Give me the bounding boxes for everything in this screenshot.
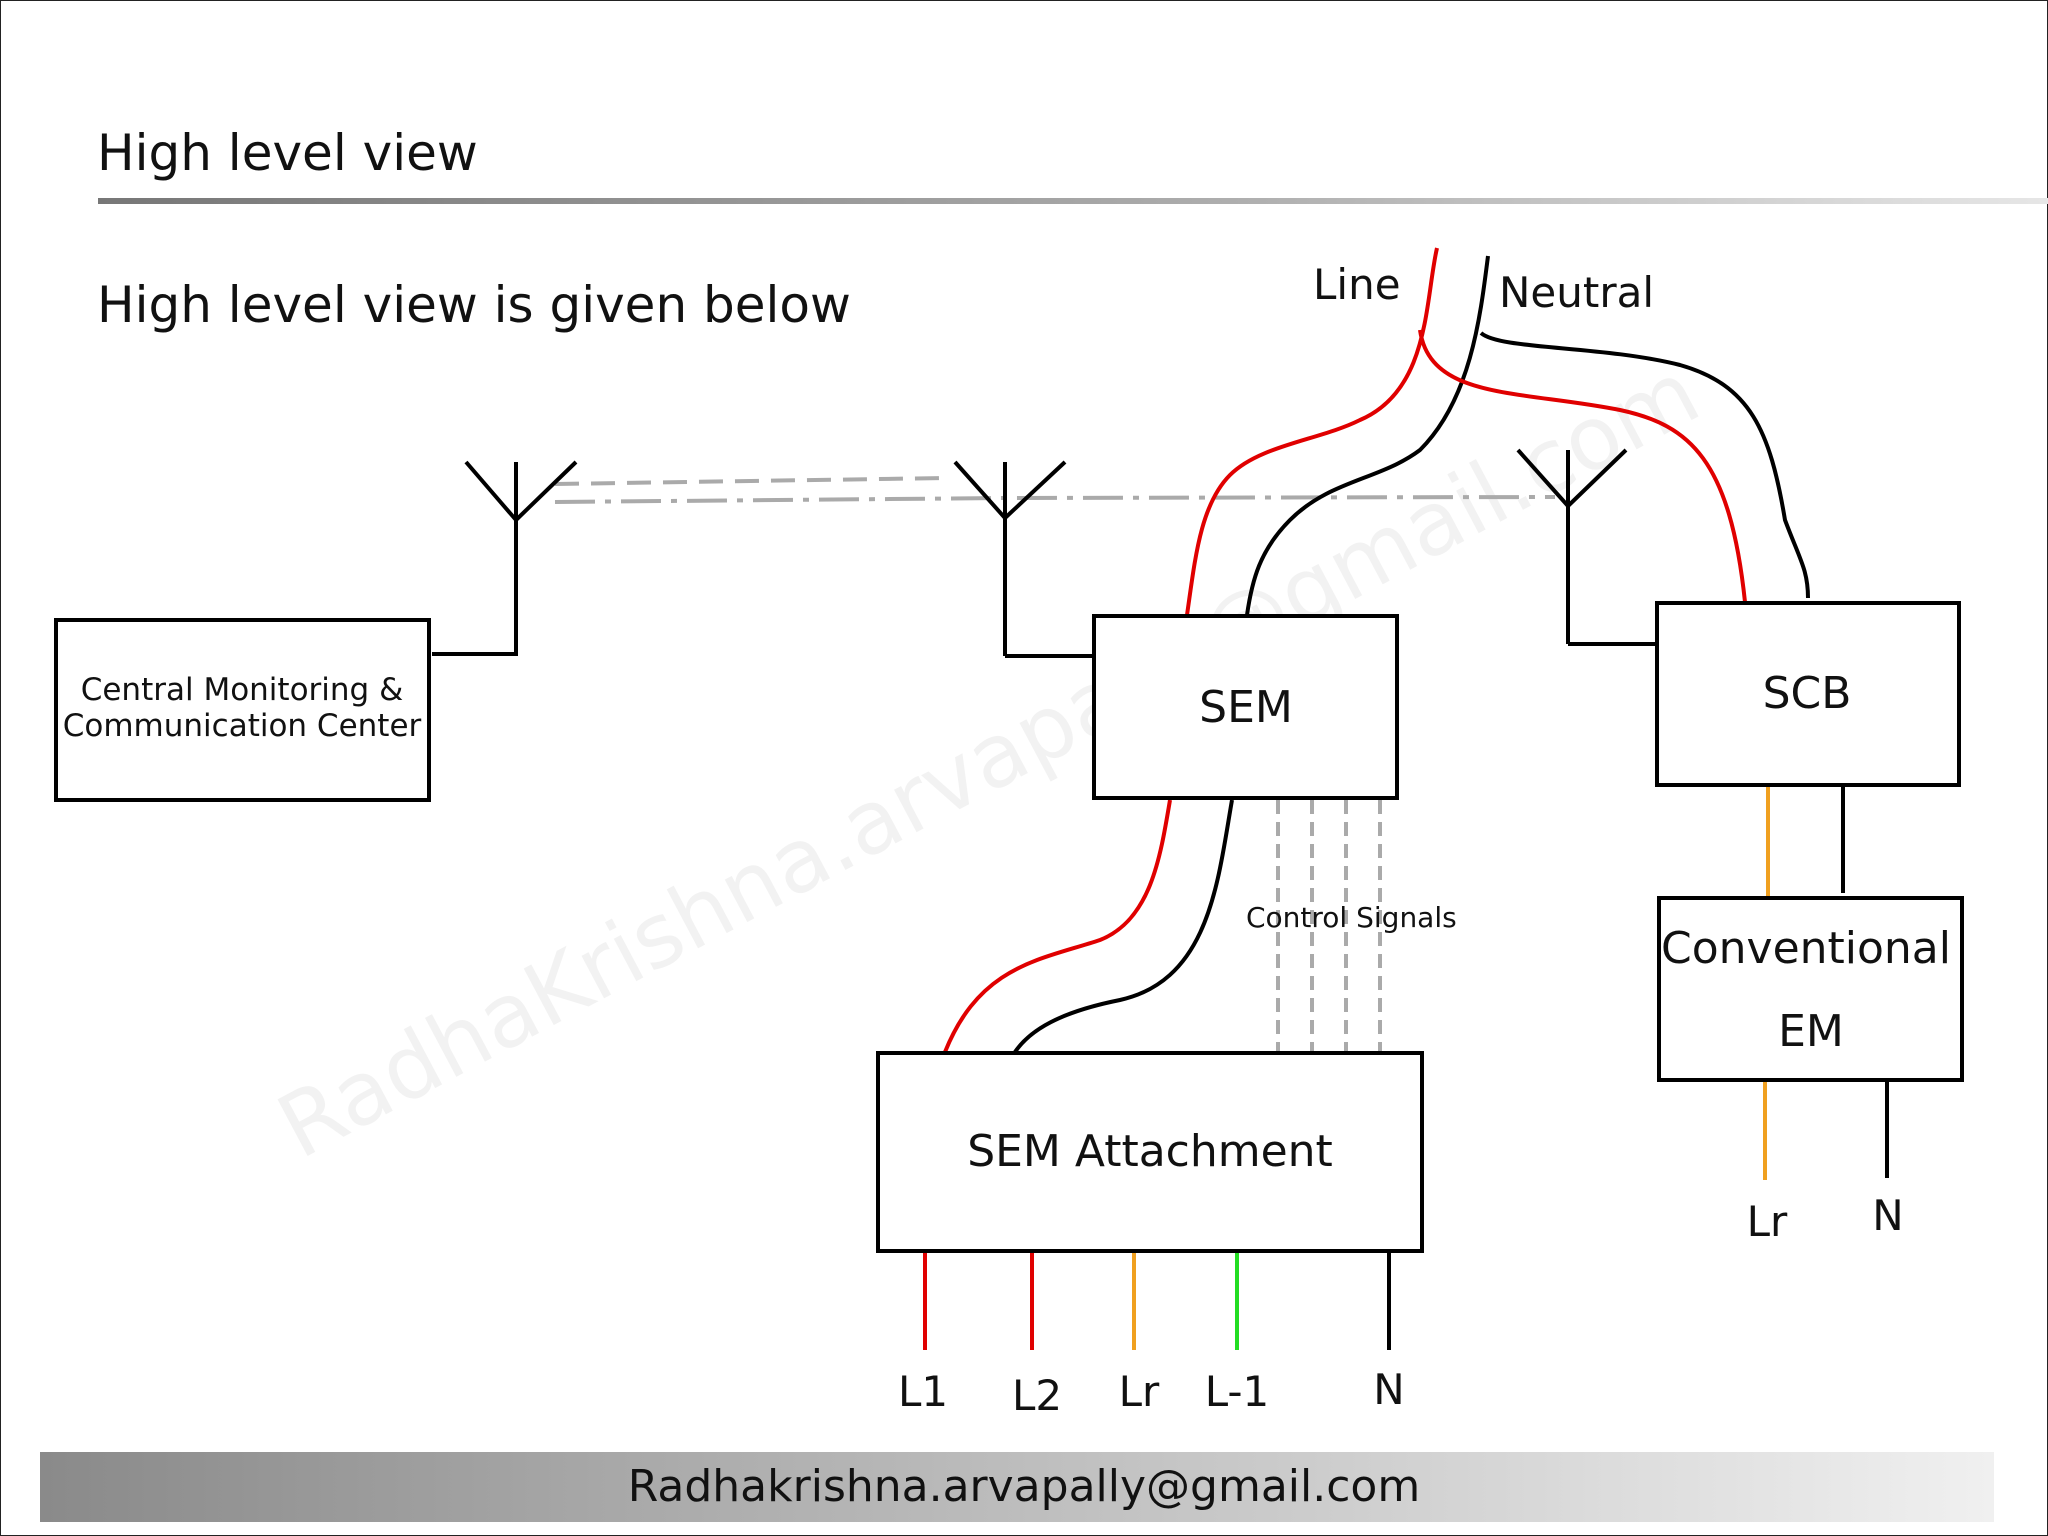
sem-block (1092, 614, 1399, 800)
slide-title: High level view (97, 124, 478, 182)
cmcc-label-line1: Central Monitoring & (81, 672, 404, 708)
neutral-wire-sem-to-attachment (1013, 799, 1234, 1054)
control-signal-lines (1276, 800, 1382, 1052)
line-wire-sem-to-attachment (943, 799, 1172, 1053)
terminal-label-lr: Lr (1119, 1367, 1160, 1416)
conventional-em-label-line2: EM (1778, 1006, 1844, 1057)
scb-label: SCB (1763, 668, 1852, 719)
footer-email: Radhakrishna.arvapally@gmail.com (627, 1461, 1421, 1512)
control-signals-label: Control Signals (1246, 901, 1457, 934)
slide-subtitle: High level view is given below (97, 276, 851, 334)
title-underline (98, 198, 2048, 204)
conventional-em-label-line1: Conventional (1661, 923, 1951, 974)
antenna-icon (953, 460, 1092, 658)
line-label: Line (1313, 260, 1401, 309)
neutral-wire-to-sem (1245, 255, 1490, 616)
cmcc-block (54, 618, 431, 802)
em-terminal-label-n: N (1872, 1191, 1903, 1240)
terminal-label-l1: L1 (898, 1367, 948, 1416)
terminal-label-n: N (1373, 1365, 1404, 1414)
sem-label: SEM (1199, 682, 1293, 733)
terminal-label-l2: L2 (1012, 1371, 1062, 1420)
antenna-icon (432, 460, 578, 656)
cmcc-label-line2: Communication Center (63, 708, 422, 744)
sem-attachment-label: SEM Attachment (967, 1126, 1333, 1177)
em-terminal-label-lr: Lr (1747, 1197, 1788, 1246)
wireless-link-cmcc-sem (554, 476, 946, 486)
sem-attachment-block (876, 1051, 1424, 1253)
antenna-icon (1516, 448, 1655, 646)
footer-bar (40, 1452, 1994, 1522)
conventional-em-block (1657, 896, 1964, 1082)
scb-block (1655, 601, 1961, 787)
neutral-wire-to-scb (1479, 331, 1810, 599)
terminal-label-l-minus-1: L-1 (1205, 1367, 1270, 1416)
line-wire-to-scb (1418, 329, 1747, 603)
neutral-label: Neutral (1499, 268, 1654, 317)
